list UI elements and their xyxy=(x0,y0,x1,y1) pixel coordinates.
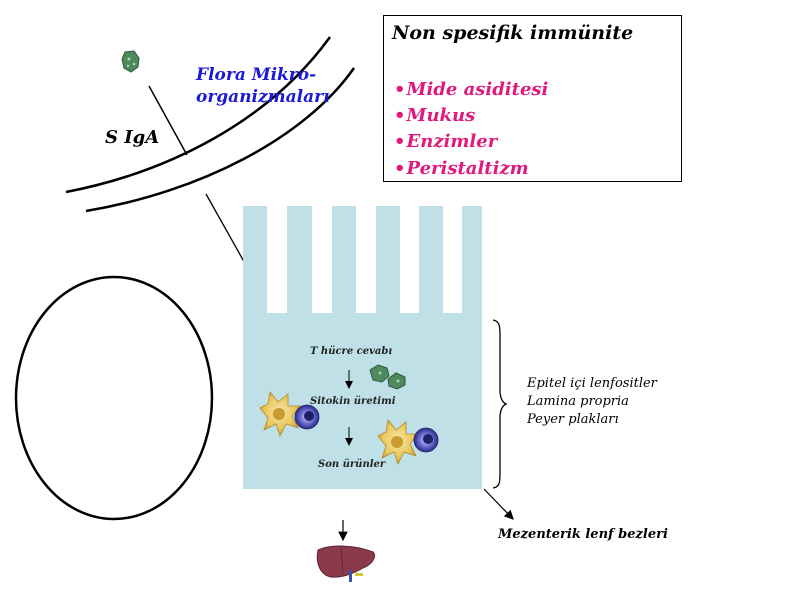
microbe-icon xyxy=(121,50,140,73)
flora-label-line2: organizmaları xyxy=(196,87,330,107)
brace-item: Lamina propria xyxy=(527,394,629,409)
siga-pointer-line xyxy=(148,85,188,156)
cascade-step-2: Sitokin üretimi xyxy=(310,396,396,407)
epithelium-block xyxy=(243,206,482,489)
flora-label-line1: Flora Mikro- xyxy=(196,65,317,85)
bullet-item: •Mide asiditesi xyxy=(394,79,549,100)
bullet-item: •Enzimler xyxy=(394,131,498,152)
cell-icon xyxy=(377,419,419,466)
lymphocyte-icon xyxy=(413,427,439,453)
cascade-step-1: T hücre cevabı xyxy=(310,346,393,357)
bullet-item-label: Enzimler xyxy=(406,131,498,152)
brace-item: Peyer plakları xyxy=(527,412,619,427)
box-title: Non spesifik immünite xyxy=(392,22,634,44)
bullet-item: •Peristaltizm xyxy=(394,158,529,179)
large-oval xyxy=(14,275,214,521)
cell-icon xyxy=(259,391,301,438)
bullet-item-label: Peristaltizm xyxy=(406,158,529,179)
cascade-step-3: Son ürünler xyxy=(318,459,386,470)
right-brace xyxy=(492,319,508,489)
lymphocyte-icon xyxy=(294,404,320,430)
brace-labels: Epitel içi lenfositler Lamina propria Pe… xyxy=(527,375,657,429)
non-specific-immunity-box: Non spesifik immünite •Mide asiditesi •M… xyxy=(383,15,682,182)
siga-label: S IgA xyxy=(105,127,160,148)
microbe-icon xyxy=(369,364,390,383)
epithelium-to-lymph-arrow xyxy=(483,488,514,520)
brace-item: Epitel içi lenfositler xyxy=(527,376,657,391)
bullet-item-label: Mide asiditesi xyxy=(406,79,549,100)
mesenteric-label: Mezenterik lenf bezleri xyxy=(498,527,668,542)
flora-label: Flora Mikro- organizmaları xyxy=(196,64,330,108)
bullet-item-label: Mukus xyxy=(406,105,476,126)
microbe-icon xyxy=(387,372,406,390)
lumen-wall-outer xyxy=(85,67,356,213)
liver-icon xyxy=(316,545,376,582)
bullet-item: •Mukus xyxy=(394,105,476,126)
lumen-wall-inner xyxy=(65,36,332,194)
